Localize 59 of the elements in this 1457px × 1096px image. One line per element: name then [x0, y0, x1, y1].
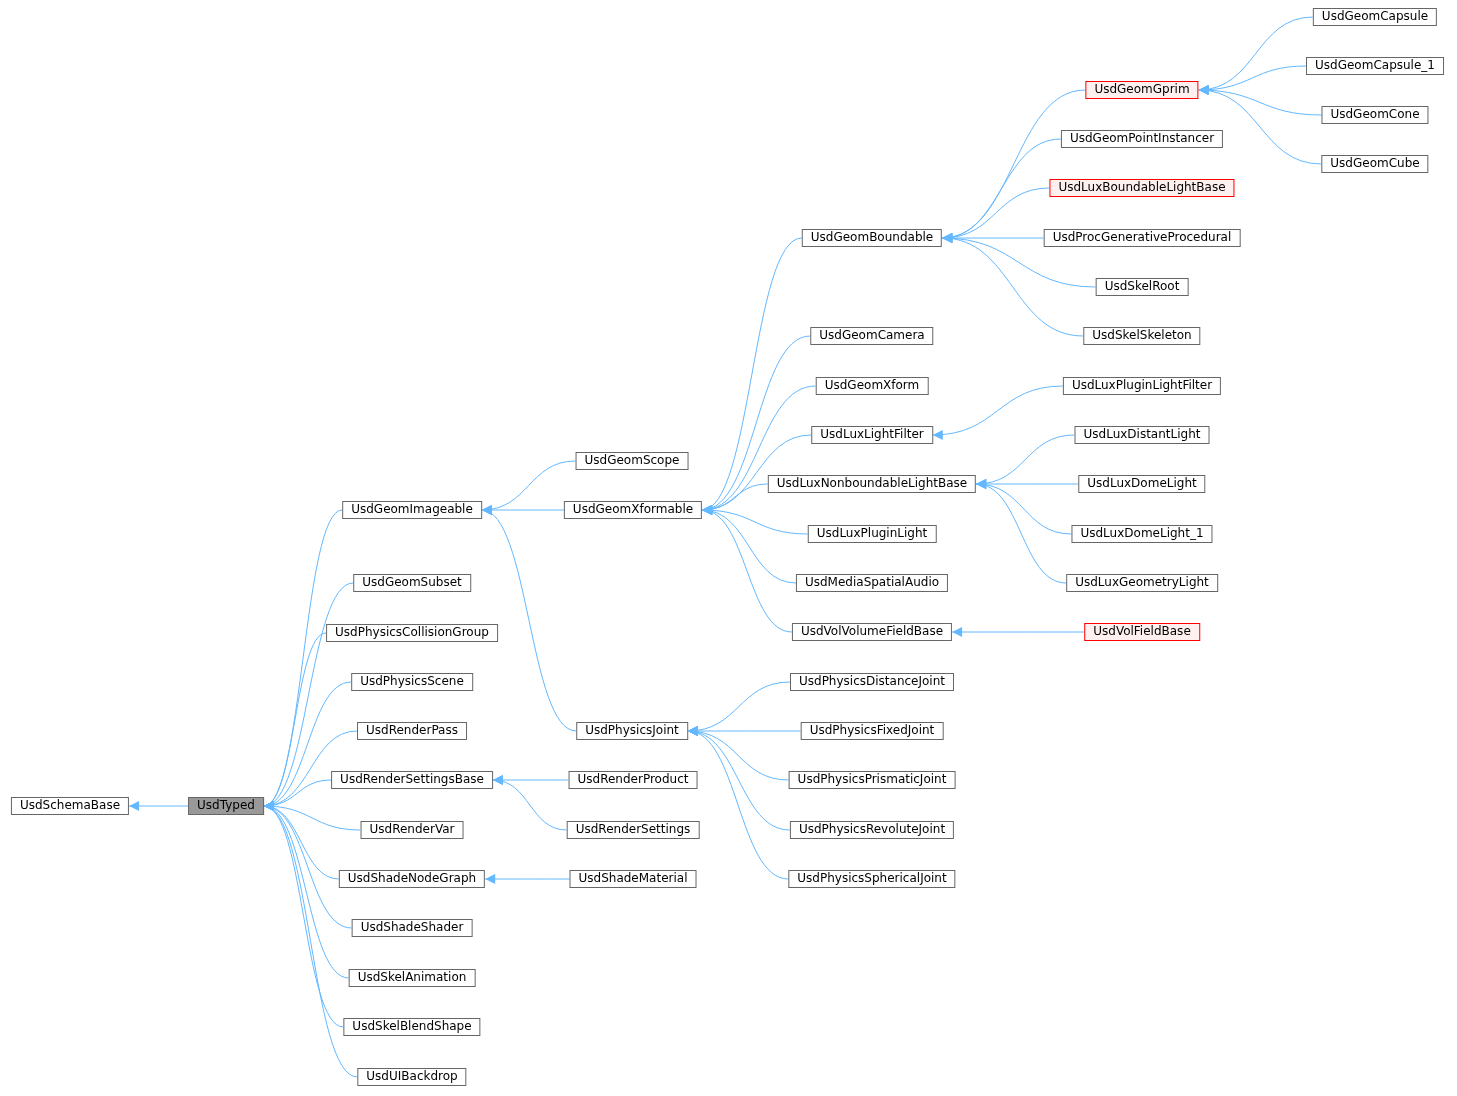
class-box: UsdRenderSettingsBase [331, 771, 493, 789]
inheritance-arrow [128, 801, 189, 811]
class-box: UsdVolVolumeFieldBase [791, 623, 953, 641]
class-box: UsdGeomCapsule [1312, 8, 1438, 26]
class-box: UsdLuxDomeLight_1 [1071, 525, 1213, 543]
class-box: UsdGeomCapsule_1 [1306, 57, 1444, 75]
inheritance-arrow [484, 874, 570, 884]
class-box: UsdUIBackdrop [357, 1068, 467, 1086]
class-box: UsdLuxNonboundableLightBase [767, 475, 977, 493]
class-box: UsdGeomXformable [563, 501, 703, 519]
class-box: UsdGeomCube [1321, 155, 1429, 173]
inheritance-arrow [975, 480, 1067, 584]
class-box: UsdPhysicsDistanceJoint [790, 673, 954, 691]
class-box: UsdTyped [188, 797, 264, 815]
class-box: UsdGeomXform [815, 377, 929, 395]
class-box: UsdLuxDistantLight [1074, 426, 1210, 444]
inheritance-arrow [701, 507, 793, 633]
inheritance-arrow [932, 385, 1064, 440]
class-box: UsdGeomCamera [810, 327, 934, 345]
inheritance-arrow [1198, 86, 1322, 165]
class-box: UsdGeomPointInstancer [1060, 130, 1224, 148]
class-box: UsdGeomScope [575, 452, 689, 470]
class-box: UsdSkelRoot [1095, 278, 1189, 296]
class-box: UsdProcGenerativeProcedural [1043, 229, 1241, 247]
class-box: UsdSkelSkeleton [1083, 327, 1201, 345]
class-box: UsdSkelBlendShape [343, 1018, 481, 1036]
class-box: UsdShadeShader [351, 919, 473, 937]
class-box: UsdLuxBoundableLightBase [1049, 179, 1235, 197]
class-box: UsdVolFieldBase [1084, 623, 1200, 641]
class-box: UsdRenderProduct [568, 771, 698, 789]
class-box: UsdLuxPluginLightFilter [1062, 377, 1222, 395]
class-box: UsdPhysicsJoint [576, 722, 688, 740]
class-box: UsdGeomSubset [353, 574, 471, 592]
class-box: UsdLuxPluginLight [807, 525, 937, 543]
class-box: UsdLuxLightFilter [811, 426, 933, 444]
class-box: UsdSkelAnimation [348, 969, 476, 987]
class-box: UsdPhysicsPrismaticJoint [788, 771, 956, 789]
class-box: UsdRenderVar [360, 821, 464, 839]
class-box: UsdPhysicsCollisionGroup [326, 624, 498, 642]
class-box: UsdSchemaBase [10, 797, 130, 815]
class-box: UsdGeomBoundable [801, 229, 943, 247]
class-box: UsdMediaSpatialAudio [795, 574, 949, 592]
class-box: UsdLuxGeometryLight [1066, 574, 1218, 592]
inheritance-arrow [687, 728, 789, 880]
class-box: UsdRenderPass [357, 722, 467, 740]
class-box: UsdPhysicsScene [351, 673, 473, 691]
class-box: UsdGeomGprim [1085, 81, 1199, 99]
inheritance-arrow [492, 776, 568, 831]
class-box: UsdLuxDomeLight [1078, 475, 1206, 493]
class-box: UsdPhysicsRevoluteJoint [789, 821, 955, 839]
class-box: UsdShadeNodeGraph [338, 870, 486, 888]
class-box: UsdRenderSettings [566, 821, 700, 839]
class-box: UsdGeomCone [1321, 106, 1429, 124]
class-box: UsdShadeMaterial [569, 870, 697, 888]
inheritance-arrow [951, 627, 1085, 637]
class-box: UsdPhysicsSphericalJoint [788, 870, 956, 888]
class-box: UsdGeomImageable [342, 501, 482, 519]
inheritance-arrow [941, 234, 1084, 337]
class-box: UsdPhysicsFixedJoint [800, 722, 944, 740]
